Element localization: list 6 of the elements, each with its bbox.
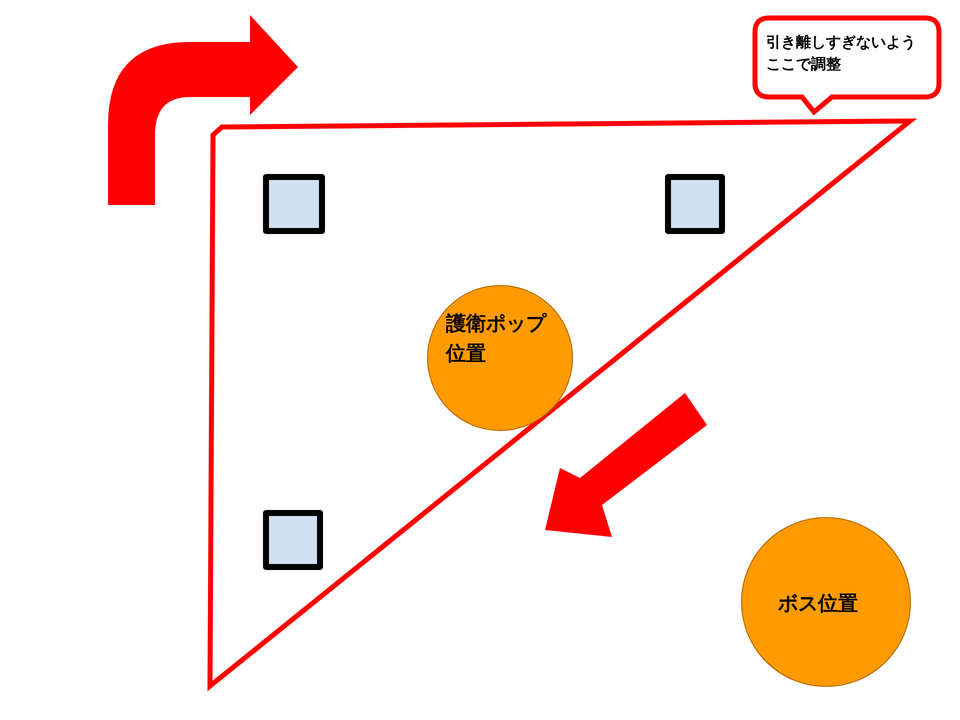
circle-label: ボス位置 [778,590,859,617]
marker-square [263,510,323,570]
marker-square [665,174,725,234]
marker-square [263,174,325,234]
circle-label: 護衛ポップ位置 [446,310,546,367]
callout-text: 引き離しすぎないようここで調整 [766,32,917,75]
